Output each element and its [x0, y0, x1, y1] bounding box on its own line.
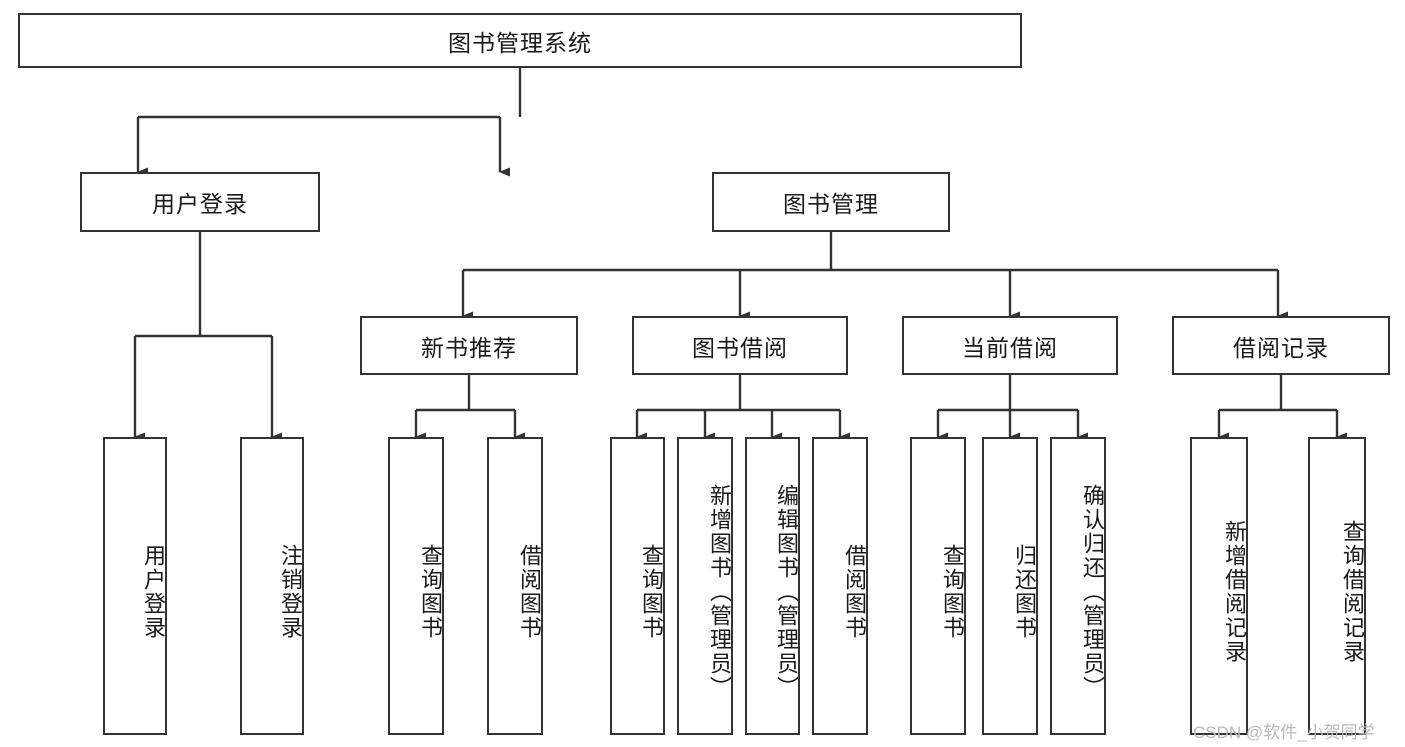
node-label: 借阅图书	[517, 544, 542, 640]
node-root[interactable]: 图书管理系统	[18, 13, 1022, 68]
node-book-borrow[interactable]: 图书借阅	[632, 316, 848, 375]
node-leaf-borrow-book-bb[interactable]: 借阅图书	[812, 437, 868, 735]
node-label: 查询借阅记录	[1340, 520, 1365, 664]
node-current-borrow[interactable]: 当前借阅	[902, 316, 1118, 375]
node-label: 当前借阅	[962, 334, 1058, 361]
node-label: 新书推荐	[421, 334, 517, 361]
node-label: 确认归还（管理员）	[1080, 484, 1105, 700]
node-leaf-user-login[interactable]: 用户登录	[103, 437, 167, 735]
node-label: 查询图书	[940, 544, 965, 640]
node-leaf-logout[interactable]: 注销登录	[240, 437, 304, 735]
node-label: 图书管理系统	[448, 29, 592, 56]
node-leaf-return-book[interactable]: 归还图书	[982, 437, 1038, 735]
connector-lines	[133, 68, 1347, 442]
node-label: 新增借阅记录	[1222, 520, 1247, 664]
node-label: 注销登录	[278, 544, 303, 640]
node-label: 归还图书	[1012, 544, 1037, 640]
node-leaf-add-book[interactable]: 新增图书（管理员）	[677, 437, 733, 735]
node-book-manage[interactable]: 图书管理	[712, 172, 950, 232]
node-new-book-rec[interactable]: 新书推荐	[360, 316, 578, 375]
node-leaf-query-record[interactable]: 查询借阅记录	[1308, 437, 1366, 735]
node-label: 用户登录	[152, 191, 248, 217]
node-label: 查询图书	[639, 544, 664, 640]
node-leaf-query-book-cb[interactable]: 查询图书	[910, 437, 966, 735]
node-leaf-edit-book[interactable]: 编辑图书（管理员）	[745, 437, 800, 735]
node-label: 借阅图书	[842, 544, 867, 640]
node-label: 借阅记录	[1233, 334, 1329, 361]
node-leaf-confirm-return[interactable]: 确认归还（管理员）	[1050, 437, 1106, 735]
node-user-login[interactable]: 用户登录	[80, 172, 320, 232]
node-borrow-record[interactable]: 借阅记录	[1172, 316, 1390, 375]
node-leaf-query-book-bb[interactable]: 查询图书	[610, 437, 665, 735]
node-label: 图书管理	[783, 191, 879, 217]
node-leaf-add-record[interactable]: 新增借阅记录	[1190, 437, 1248, 735]
node-leaf-borrow-book-rec[interactable]: 借阅图书	[487, 437, 543, 735]
node-label: 新增图书（管理员）	[707, 484, 732, 700]
node-label: 查询图书	[418, 544, 443, 640]
node-leaf-query-book-rec[interactable]: 查询图书	[388, 437, 444, 735]
node-label: 图书借阅	[692, 334, 788, 361]
node-label: 编辑图书（管理员）	[774, 484, 799, 700]
node-label: 用户登录	[141, 544, 166, 640]
